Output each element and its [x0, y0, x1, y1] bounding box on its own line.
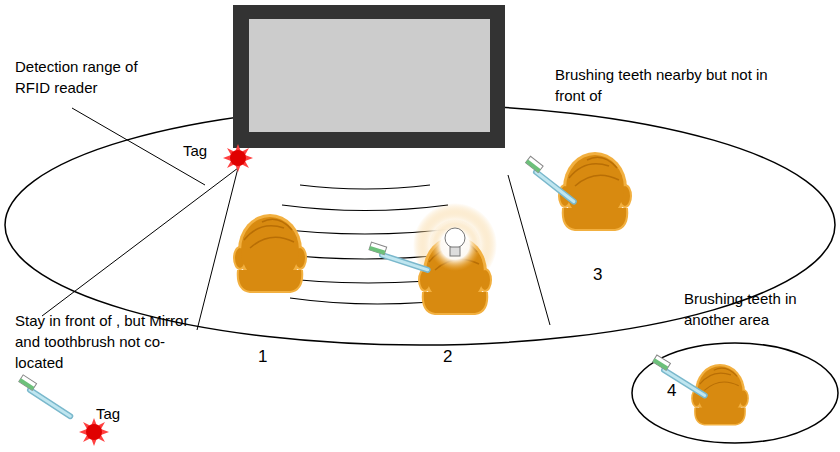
note-text: Brushing teeth in another area [684, 288, 834, 330]
note-text: Stay in front of , but Mirror and toothb… [15, 310, 197, 373]
glow [429, 219, 481, 271]
callout-number: 3 [593, 264, 613, 285]
toothbrush [18, 375, 75, 416]
other-area [632, 343, 838, 443]
rfid-tag [223, 144, 253, 172]
callout-number: 1 [258, 346, 278, 367]
callout-number: 2 [443, 346, 463, 367]
note-text: Brushing teeth nearby but not in front o… [555, 64, 775, 106]
tag-label: Tag [96, 403, 136, 424]
note-text: Detection range of RFID reader [15, 56, 175, 98]
rfid-tag [79, 418, 109, 446]
toothbrush [369, 242, 431, 270]
light-bulb [445, 228, 465, 256]
toothbrush [525, 156, 579, 201]
leader-lines [42, 108, 550, 330]
tag-label: Tag [183, 140, 223, 161]
callout-number: 4 [667, 380, 687, 401]
mirror-glass [249, 19, 490, 132]
mirror-frame [233, 5, 505, 148]
toothbrush [652, 355, 709, 395]
person-head [234, 214, 306, 292]
person-head [559, 152, 631, 230]
